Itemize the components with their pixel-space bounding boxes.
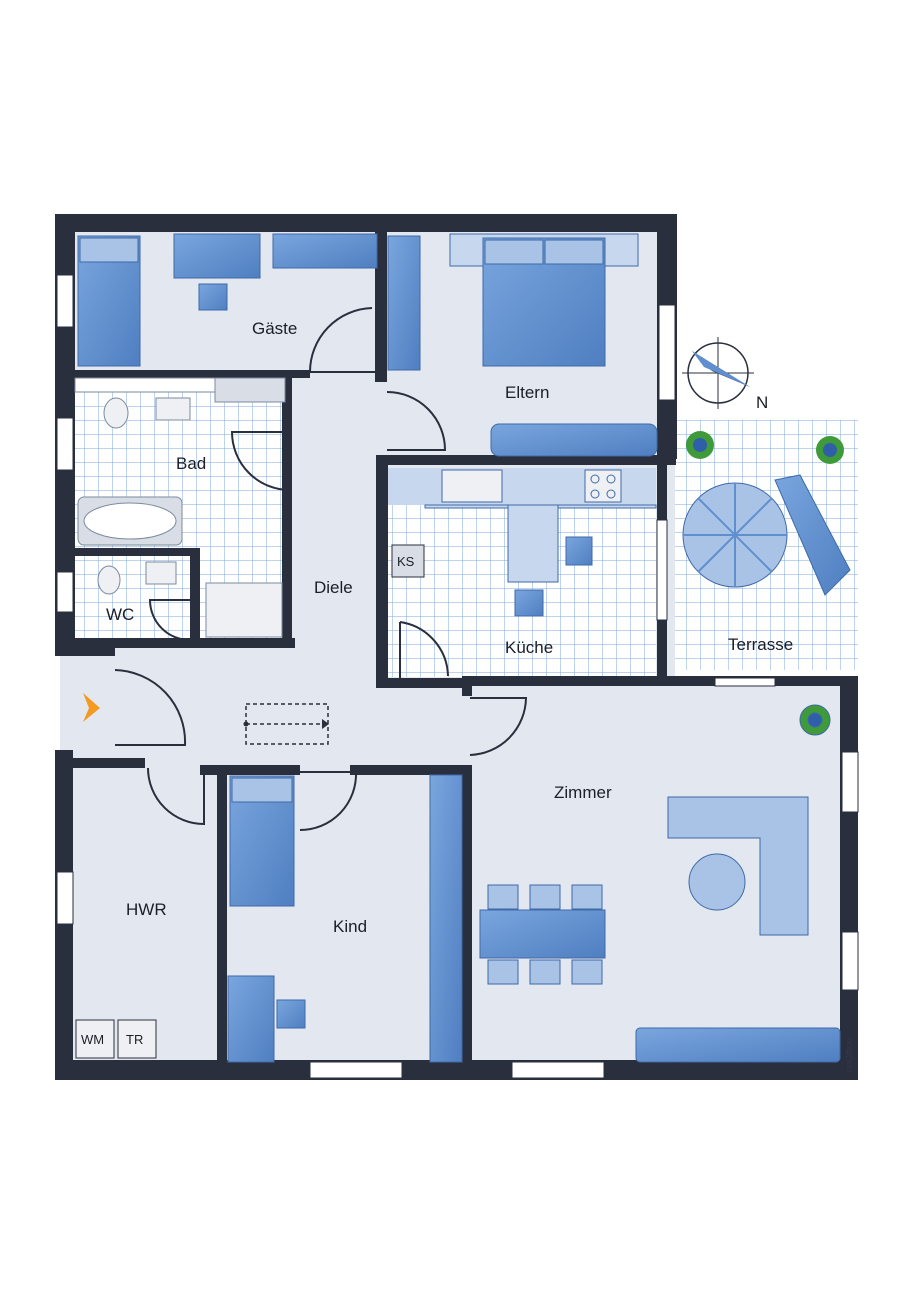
- parents-room-furniture: [387, 233, 658, 457]
- sun-lounger: [774, 474, 851, 596]
- entrance-arrow-icon: [83, 693, 100, 722]
- guest-desk: [173, 233, 261, 279]
- guest-chair: [198, 283, 228, 311]
- fridge: [391, 544, 425, 578]
- plant-icon: [816, 436, 844, 464]
- guest-wardrobe: [272, 233, 378, 269]
- stove: [584, 469, 622, 503]
- child-chair: [276, 999, 306, 1029]
- dryer-label: TR: [126, 1032, 143, 1047]
- room-label-zimmer: Zimmer: [554, 783, 612, 802]
- coffee-table: [688, 853, 746, 911]
- bath-toilet: [103, 397, 129, 429]
- plant-icon: [686, 431, 714, 459]
- fridge-label: KS: [397, 554, 415, 569]
- room-label-hwr: HWR: [126, 900, 167, 919]
- room-label-kueche: Küche: [505, 638, 553, 657]
- wc-toilet: [97, 565, 121, 595]
- child-room-furniture: [227, 774, 463, 1063]
- room-label-wc: WC: [106, 605, 134, 624]
- child-wardrobe: [429, 774, 463, 1063]
- shower: [205, 582, 283, 638]
- utility-appliances: [75, 1019, 157, 1059]
- wc-sink: [145, 561, 177, 585]
- windows: [56, 274, 859, 1079]
- room-label-eltern: Eltern: [505, 383, 549, 402]
- living-room-furniture: [479, 704, 841, 1063]
- bathroom-fixtures: [74, 377, 286, 638]
- washing-machine-label: WM: [81, 1032, 104, 1047]
- doors: [114, 307, 528, 831]
- room-label-bad: Bad: [176, 454, 206, 473]
- compass-north-label: N: [756, 393, 768, 412]
- guest-room-furniture: [77, 233, 378, 367]
- kitchen-chair-2: [514, 589, 544, 617]
- corner-sofa: [667, 796, 809, 936]
- kitchen-sink: [441, 469, 503, 503]
- terrace-furniture: [682, 431, 851, 596]
- room-label-terrasse: Terrasse: [728, 635, 793, 654]
- child-desk: [227, 975, 275, 1063]
- plant-icon: [799, 704, 831, 736]
- washing-machine: [75, 1019, 115, 1059]
- room-label-gaeste: Gäste: [252, 319, 297, 338]
- kitchen-chair-1: [565, 536, 593, 566]
- parents-wardrobe: [387, 235, 421, 371]
- compass-icon: [682, 337, 754, 409]
- sideboard: [635, 1027, 841, 1063]
- attic-hatch: [243, 703, 329, 745]
- watermark-logo: onOffice: [844, 1039, 854, 1072]
- dryer: [117, 1019, 157, 1059]
- kitchen-furniture: [391, 469, 657, 617]
- room-label-diele: Diele: [314, 578, 353, 597]
- room-label-kind: Kind: [333, 917, 367, 936]
- bath-sink: [155, 397, 191, 421]
- parents-dresser: [490, 423, 658, 457]
- dining-table: [479, 909, 606, 959]
